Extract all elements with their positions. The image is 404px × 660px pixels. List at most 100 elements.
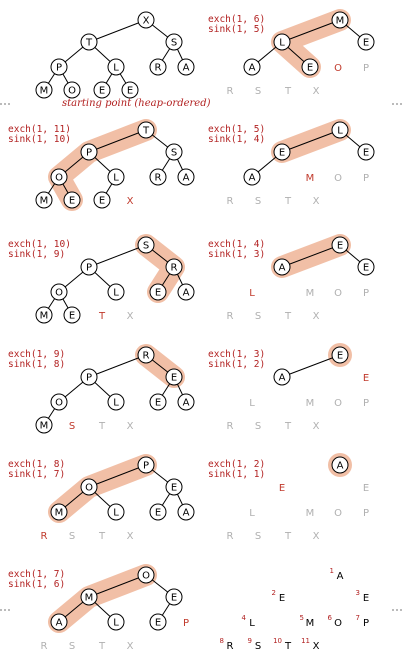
heap-node-key: P (86, 373, 92, 384)
heap-node (137, 236, 155, 254)
removed-key: M (306, 288, 315, 299)
heap-node (137, 456, 155, 474)
heap-node (149, 58, 167, 76)
heap-node-key: T (142, 126, 150, 137)
heap-node-key: R (171, 263, 178, 274)
heap-node-key: M (40, 86, 49, 97)
heap-node-key: E (69, 196, 75, 207)
heap-node (63, 306, 81, 324)
step-label: exch(1, 8) (8, 459, 65, 470)
removed-key: S (255, 531, 261, 542)
step-label: exch(1, 7) (8, 569, 65, 580)
heap-node-key: L (113, 618, 119, 629)
heap-node (63, 191, 81, 209)
removed-key: M (306, 508, 315, 519)
heap-node-key: E (155, 618, 161, 629)
heap-node (243, 168, 261, 186)
heap-node-key: E (155, 288, 161, 299)
heap-node-key: L (113, 288, 119, 299)
heap-node (80, 33, 98, 51)
array-index: 8 (220, 637, 224, 645)
step-label: sink(1, 3) (208, 249, 265, 260)
heap-node-key: P (86, 148, 92, 159)
tree-edge (281, 19, 341, 43)
heap-node-key: O (68, 86, 76, 97)
array-index: 3 (356, 589, 360, 597)
sorted-key: T (284, 641, 292, 652)
heap-node-key: M (40, 421, 49, 432)
heap-node (80, 143, 98, 161)
heap-node-key: E (171, 593, 177, 604)
heap-node-key: E (337, 241, 343, 252)
sorted-key: M (306, 618, 315, 629)
heap-node-key: O (55, 398, 63, 409)
removed-key: P (363, 398, 369, 409)
array-index: 7 (356, 614, 360, 622)
removed-key: P (363, 63, 369, 74)
heap-node-key: S (171, 148, 177, 159)
tree-edge (88, 464, 147, 488)
heap-node-key: A (249, 63, 256, 74)
array-index: 6 (328, 614, 333, 622)
heap-node (107, 168, 125, 186)
heap-node (177, 393, 195, 411)
heap-node-key: R (155, 63, 162, 74)
sorted-key: E (363, 593, 369, 604)
heap-node (121, 81, 139, 99)
heap-node-key: A (279, 373, 286, 384)
heap-node-key: M (85, 593, 94, 604)
step-label: sink(1, 5) (208, 24, 265, 35)
heap-node-key: L (113, 508, 119, 519)
heap-node-key: A (337, 461, 344, 472)
heap-node-key: L (113, 63, 119, 74)
removed-key: R (227, 196, 234, 207)
heap-node (331, 346, 349, 364)
removed-key: O (334, 508, 342, 519)
heap-node-key: E (279, 148, 285, 159)
array-index: 2 (272, 589, 276, 597)
heap-node (331, 121, 349, 139)
heap-node (331, 456, 349, 474)
removed-key: S (255, 196, 261, 207)
heap-node-key: E (363, 148, 369, 159)
heap-node (331, 11, 349, 29)
heap-node (137, 11, 155, 29)
sorted-key: R (227, 641, 234, 652)
removed-key: T (284, 421, 292, 432)
removed-key: T (284, 531, 292, 542)
step-label: sink(1, 6) (8, 579, 65, 590)
removed-key: T (98, 641, 106, 652)
removed-key: X (313, 531, 320, 542)
heap-node (80, 588, 98, 606)
heap-node-key: E (155, 398, 161, 409)
removed-key: O (334, 63, 342, 74)
heap-node (93, 81, 111, 99)
heap-node-key: T (85, 38, 93, 49)
removed-key: S (255, 86, 261, 97)
step-label: sink(1, 9) (8, 249, 65, 260)
tree-edge (281, 244, 341, 268)
heap-node-key: M (55, 508, 64, 519)
heap-node-key: L (337, 126, 343, 137)
heap-node (177, 283, 195, 301)
heap-node-key: R (143, 351, 150, 362)
removed-key: X (313, 196, 320, 207)
removed-key: L (249, 398, 255, 409)
heap-node-key: E (307, 63, 313, 74)
removed-key: S (255, 311, 261, 322)
removed-key: R (227, 311, 234, 322)
heap-node (273, 33, 291, 51)
heap-node-key: S (143, 241, 149, 252)
heap-node-key: L (113, 398, 119, 409)
heap-node (80, 368, 98, 386)
removed-key: X (127, 531, 134, 542)
step-label: exch(1, 11) (8, 124, 71, 135)
heap-node (149, 168, 167, 186)
removed-key: S (255, 421, 261, 432)
heap-node (165, 478, 183, 496)
